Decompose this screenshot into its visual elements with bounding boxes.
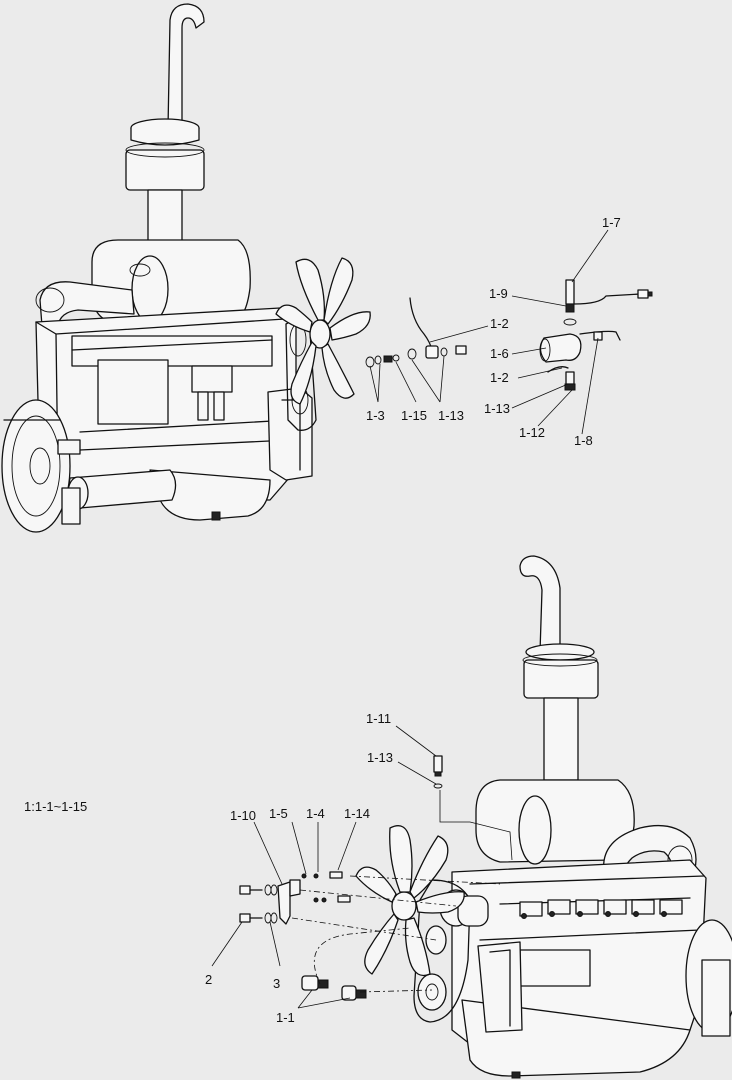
callout-1-13-center: 1-13 <box>438 408 464 423</box>
callout-3: 3 <box>273 976 280 991</box>
callout-1-8: 1-8 <box>574 433 593 448</box>
top-engine-drawing <box>1 3 371 533</box>
callout-1-10: 1-10 <box>230 808 256 823</box>
bottom-engine-drawing <box>355 555 732 1079</box>
scale-note: 1:1-1~1-15 <box>24 799 87 814</box>
callout-1-6: 1-6 <box>490 346 509 361</box>
callout-2: 2 <box>205 972 212 987</box>
callout-1-11: 1-11 <box>366 711 391 726</box>
callout-1-12: 1-12 <box>519 425 545 440</box>
top-leader-lines <box>369 229 609 435</box>
callout-1-13: 1-13 <box>367 750 393 765</box>
injector-row <box>519 899 683 919</box>
callout-1-1: 1-1 <box>276 1010 295 1025</box>
callout-1-13-right: 1-13 <box>484 401 510 416</box>
bottom-sensor-parts <box>239 755 513 1001</box>
callout-1-14: 1-14 <box>344 806 370 821</box>
top-callout-labels: 1-7 1-9 1-2 1-6 1-2 1-13 1-12 1-8 1-3 1-… <box>366 215 621 448</box>
callout-1-9: 1-9 <box>489 286 508 301</box>
callout-1-7: 1-7 <box>602 215 621 230</box>
callout-1-5: 1-5 <box>269 806 288 821</box>
bottom-callout-labels: 1-11 1-13 1-10 1-5 1-4 1-14 2 3 1-1 1:1-… <box>24 711 393 1025</box>
callout-1-3: 1-3 <box>366 408 385 423</box>
callout-1-2-lower: 1-2 <box>490 370 509 385</box>
bottom-leader-lines <box>211 725 437 1009</box>
callout-1-15: 1-15 <box>401 408 427 423</box>
callout-1-2-upper: 1-2 <box>490 316 509 331</box>
top-sensor-parts <box>365 279 653 391</box>
callout-1-4: 1-4 <box>306 806 325 821</box>
